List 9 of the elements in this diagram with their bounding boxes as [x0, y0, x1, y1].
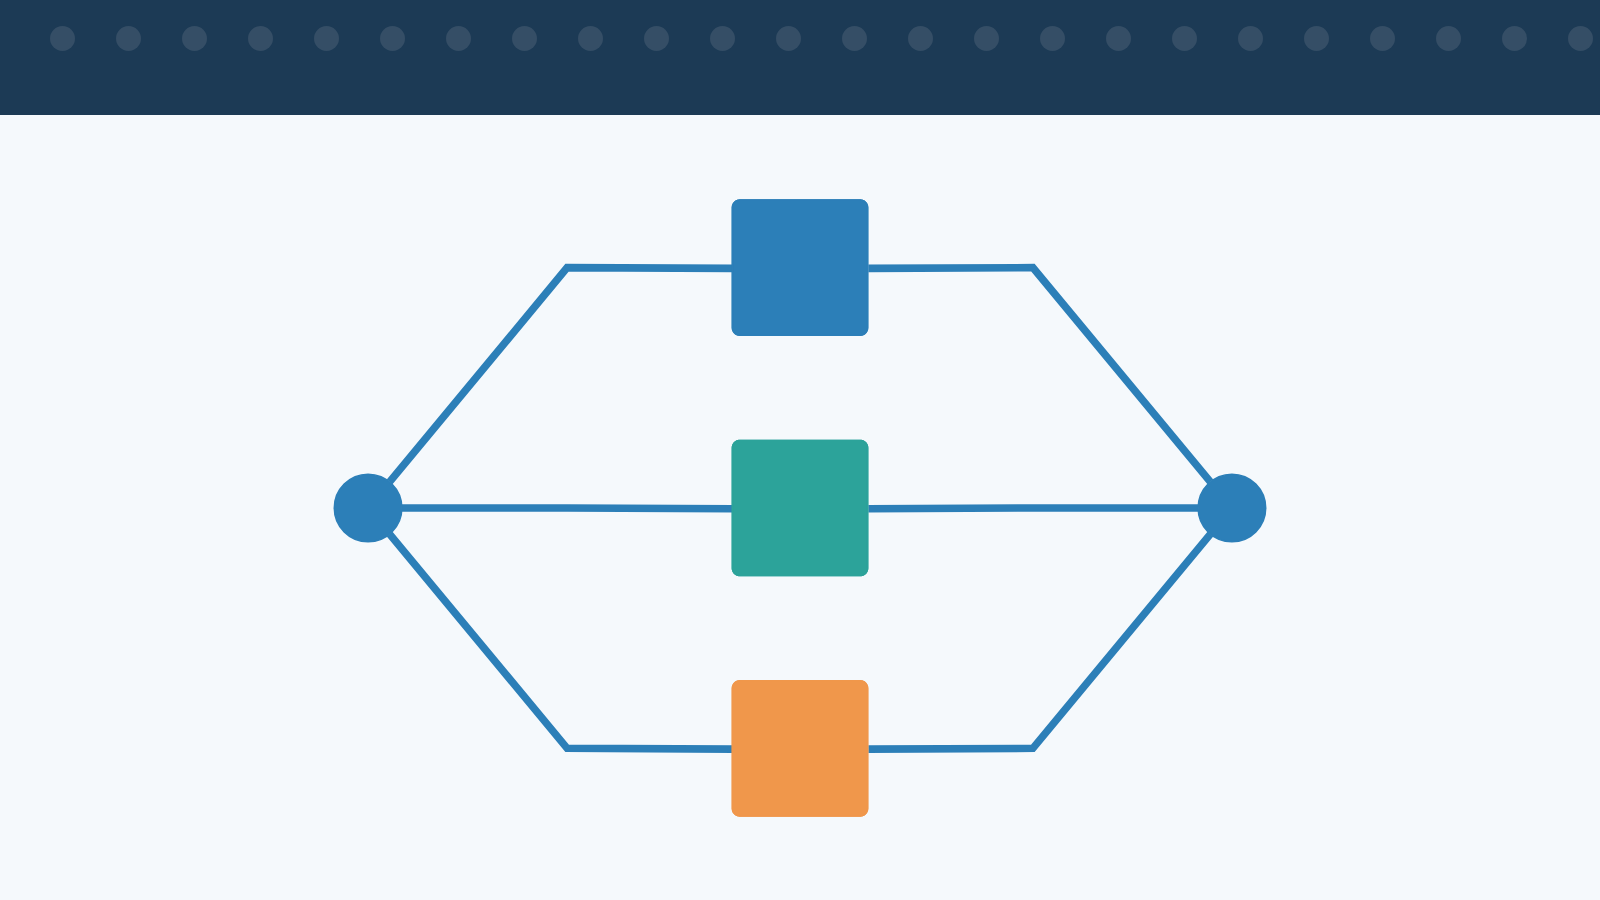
rounded-box — [731, 439, 869, 576]
connector-line — [868, 531, 1214, 753]
circle-node — [1197, 472, 1267, 543]
connector-line — [868, 503, 1199, 512]
rounded-box — [731, 198, 869, 336]
connector-line — [868, 263, 1214, 484]
connector-line — [401, 503, 734, 512]
rounded-box — [731, 679, 869, 817]
circle-node — [333, 472, 403, 543]
